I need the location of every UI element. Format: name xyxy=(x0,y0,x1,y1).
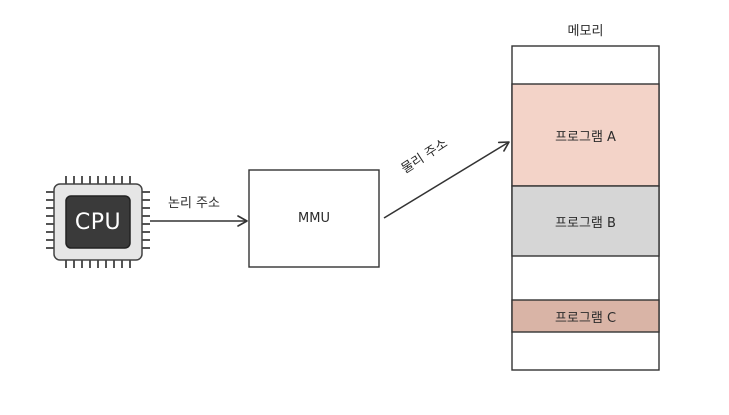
physical-address-arrow xyxy=(383,141,510,219)
cpu-chip-icon xyxy=(46,176,150,268)
mmu-label: MMU xyxy=(298,211,330,226)
program-b-block xyxy=(511,185,660,257)
memory-column xyxy=(511,45,660,371)
cpu-label: CPU xyxy=(74,209,122,235)
program-b-label: 프로그램 B xyxy=(555,215,616,231)
mmu-box xyxy=(248,169,380,268)
program-a-block xyxy=(511,83,660,187)
logical-address-label: 논리 주소 xyxy=(168,196,220,211)
memory-title: 메모리 xyxy=(567,23,604,39)
program-a-label: 프로그램 A xyxy=(555,129,616,145)
program-c-block xyxy=(511,299,660,333)
program-c-label: 프로그램 C xyxy=(554,310,617,326)
